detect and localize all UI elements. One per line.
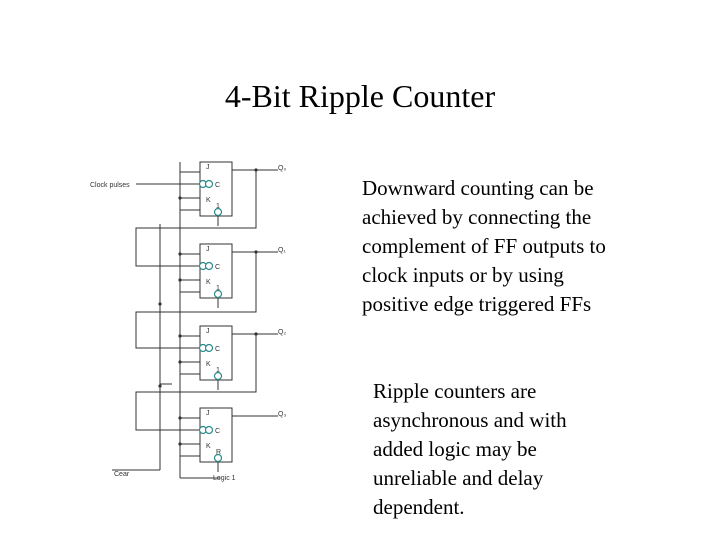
clock-pulses-label: Clock pulses bbox=[90, 182, 130, 189]
ff0-output-label: Q₀ bbox=[278, 165, 286, 172]
flip-flop-3 bbox=[199, 407, 233, 463]
ff1-pin-j: J bbox=[206, 246, 210, 253]
ff0-pin-k: K bbox=[206, 197, 211, 204]
ff3-pin-j: J bbox=[206, 410, 210, 417]
ff2-pin-clr: 1 bbox=[216, 367, 220, 374]
slide-title: 4-Bit Ripple Counter bbox=[224, 78, 496, 114]
ff3-pin-k: K bbox=[206, 443, 211, 450]
clock-bubbles bbox=[198, 179, 214, 435]
ff2-output-label: Q₂ bbox=[278, 329, 286, 336]
ff3-pin-c: C bbox=[215, 428, 220, 435]
ff0-pin-j: J bbox=[206, 164, 210, 171]
ff0-pin-c: C bbox=[215, 182, 220, 189]
flip-flop-2 bbox=[199, 325, 233, 381]
ff1-output-label: Q₁ bbox=[278, 247, 286, 254]
ff1-pin-k: K bbox=[206, 279, 211, 286]
flip-flop-0 bbox=[199, 161, 233, 217]
junction-dots bbox=[158, 168, 258, 446]
clear-label: C̅ear bbox=[114, 470, 130, 478]
ff2-pin-k: K bbox=[206, 361, 211, 368]
ff3-pin-clr: R bbox=[216, 449, 221, 456]
ff2-pin-j: J bbox=[206, 328, 210, 335]
flip-flop-1 bbox=[199, 243, 233, 299]
ff0-pin-clr: 1 bbox=[216, 203, 220, 210]
circuit-wiring bbox=[112, 161, 278, 479]
logic-1-label: Logic 1 bbox=[213, 475, 236, 482]
downward-counting-text: Downward counting can be achieved by con… bbox=[362, 176, 606, 316]
ff1-pin-c: C bbox=[215, 264, 220, 271]
ff1-pin-clr: 1 bbox=[216, 285, 220, 292]
ff3-output-label: Q₃ bbox=[278, 411, 286, 418]
reset-bubbles bbox=[213, 207, 223, 463]
ripple-counter-note-text: Ripple counters are asynchronous and wit… bbox=[373, 379, 567, 519]
ff2-pin-c: C bbox=[215, 346, 220, 353]
